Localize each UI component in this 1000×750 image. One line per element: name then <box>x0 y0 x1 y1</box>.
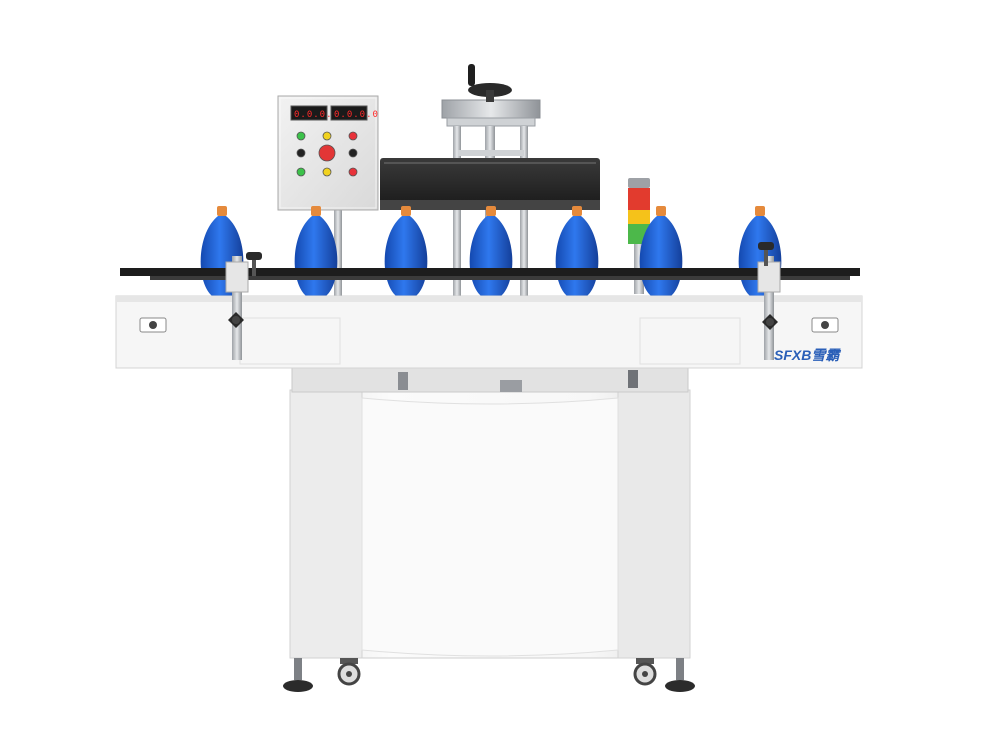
handwheel-icon[interactable] <box>468 64 512 102</box>
yellow-indicator-light[interactable] <box>322 167 332 177</box>
left-guide-bracket <box>225 256 249 360</box>
left-top-knob[interactable] <box>246 252 262 276</box>
display-left: 0.0.0.0 <box>290 105 339 121</box>
right-adjust-knob[interactable] <box>762 314 778 330</box>
display-left-readout: 0.0.0.0 <box>294 110 339 120</box>
base-cabinet <box>289 367 691 659</box>
bottle-body <box>469 216 513 296</box>
bottle-cap <box>401 206 411 216</box>
right-guide-bracket <box>757 256 781 360</box>
yellow-indicator-light[interactable] <box>322 131 332 141</box>
left-adjust-knob[interactable] <box>228 312 244 328</box>
right-foot <box>665 658 695 692</box>
right-top-knob[interactable] <box>758 242 774 266</box>
bottle-cap <box>572 206 582 216</box>
red-indicator-light[interactable] <box>348 167 358 177</box>
signal-red-light <box>628 188 650 210</box>
bottle-cap <box>755 206 765 216</box>
panel-buttons <box>296 131 358 177</box>
bottle <box>469 206 513 296</box>
bottle-row <box>200 206 782 296</box>
black-button[interactable] <box>348 148 358 158</box>
right-caster <box>633 658 657 686</box>
bottle <box>294 206 338 296</box>
black-button[interactable] <box>296 148 306 158</box>
sealing-head <box>380 158 600 210</box>
bottle-cap <box>311 206 321 216</box>
display-right-readout: 0.0.0.0 <box>334 110 379 120</box>
red-knob[interactable] <box>318 144 336 162</box>
bottle-cap <box>656 206 666 216</box>
display-right: 0.0.0.0 <box>330 105 379 121</box>
signal-yellow-light <box>628 210 650 224</box>
bottle-cap <box>217 206 227 216</box>
bottle-body <box>384 216 428 296</box>
left-caster <box>337 658 361 686</box>
bottle-body <box>555 216 599 296</box>
bottle-body <box>294 216 338 296</box>
bottle-cap <box>486 206 496 216</box>
red-indicator-light[interactable] <box>348 131 358 141</box>
bottle <box>555 206 599 296</box>
brand-logo: SFXB雪霸 <box>774 347 841 363</box>
green-indicator-light[interactable] <box>296 167 306 177</box>
green-indicator-light[interactable] <box>296 131 306 141</box>
bottle <box>384 206 428 296</box>
left-foot <box>283 658 313 692</box>
